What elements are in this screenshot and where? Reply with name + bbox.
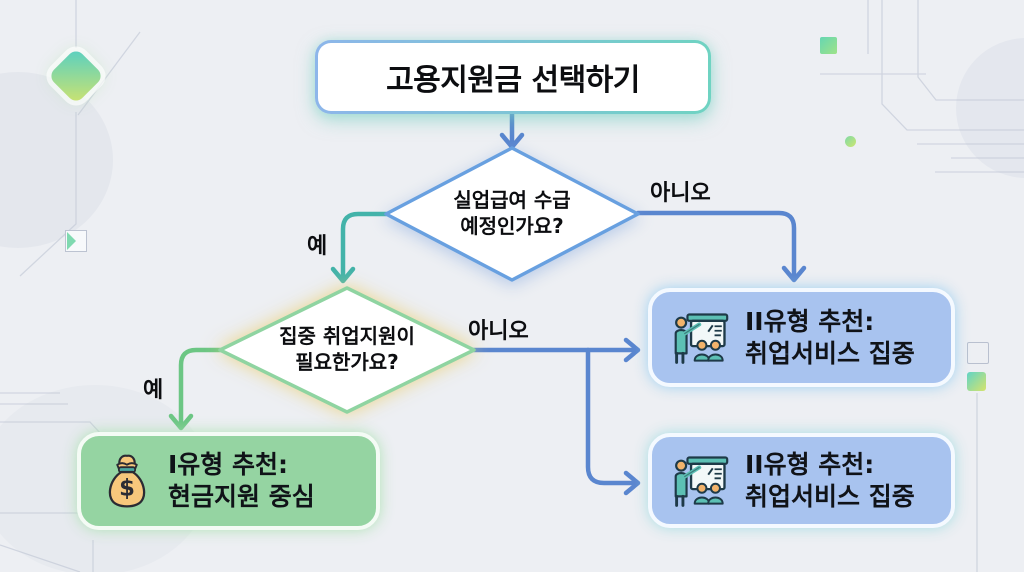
arrowhead-decision1-no [781, 265, 807, 283]
outcome-type2b-line2: 취업서비스 집중 [745, 481, 915, 511]
presentation-icon [674, 312, 729, 364]
outcome-type2a-line2: 취업서비스 집중 [745, 338, 915, 368]
arrowhead-decision2-no [623, 337, 641, 363]
arrowhead-branch-to-outcome3 [623, 470, 641, 496]
outcome-type2a-line1: II유형 추천: [745, 306, 875, 336]
outcome-type1-line2: 현금지원 중심 [168, 482, 315, 511]
gradient-square-decoration [820, 37, 837, 54]
arrow-branch-to-outcome3 [585, 347, 636, 486]
teal-triangle-icon [67, 232, 76, 250]
outcome-type2a-box: II유형 추천: 취업서비스 집중 [648, 288, 955, 387]
svg-text:$: $ [119, 476, 135, 502]
outcome-type1-box: $ I유형 추천: 현금지원 중심 [77, 432, 380, 530]
outcome-type2a-text: II유형 추천: 취업서비스 집중 [745, 306, 915, 370]
square-with-triangle-decoration [65, 230, 87, 252]
decision2-text: 집중 취업지원이 필요한가요? [237, 323, 457, 376]
decision1-text: 실업급여 수급 예정인가요? [402, 187, 622, 240]
arrow-decision2-yes [178, 347, 223, 427]
label-decision1-yes: 예 [307, 234, 328, 259]
money-bag-icon: $ [108, 454, 146, 508]
gradient-square-bottom-decoration [967, 372, 986, 391]
decision2-line1: 집중 취업지원이 [279, 324, 415, 348]
label-decision2-yes: 예 [143, 378, 164, 403]
label-decision2-no: 아니오 [468, 319, 529, 344]
outline-square-decoration [967, 342, 989, 364]
outcome-type1-text: I유형 추천: 현금지원 중심 [168, 449, 315, 513]
arrowhead-decision1-yes [330, 266, 356, 284]
outcome-type2b-box: II유형 추천: 취업서비스 집중 [648, 433, 955, 528]
label-decision1-no: 아니오 [650, 181, 711, 206]
decision1-line2: 예정인가요? [460, 214, 564, 239]
decision2-line2: 필요한가요? [295, 350, 399, 375]
page-title: 고용지원금 선택하기 [386, 63, 640, 98]
gradient-dot-decoration [845, 136, 856, 147]
decision1-line1: 실업급여 수급 [453, 188, 571, 212]
arrow-decision1-no [635, 210, 797, 280]
outcome-type1-line1: I유형 추천: [168, 450, 289, 479]
presentation-icon [674, 455, 729, 507]
title-box: 고용지원금 선택하기 [315, 40, 711, 114]
outcome-type2b-line1: II유형 추천: [745, 449, 875, 479]
outcome-type2b-text: II유형 추천: 취업서비스 집중 [745, 449, 915, 513]
arrow-decision1-yes [340, 211, 389, 280]
decision1-diamond [384, 146, 640, 282]
decision2-diamond [218, 286, 476, 414]
arrowhead-decision2-yes [168, 413, 194, 431]
